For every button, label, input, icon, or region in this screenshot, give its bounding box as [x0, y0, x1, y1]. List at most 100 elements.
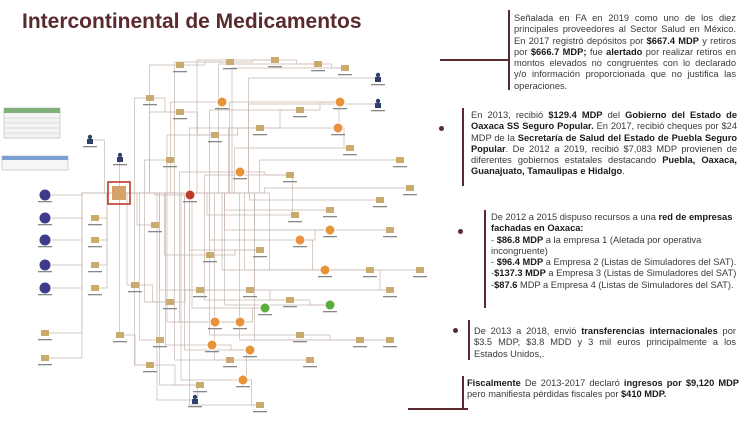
entity-node	[334, 96, 346, 108]
person-icon	[375, 72, 381, 82]
network-link	[135, 284, 170, 303]
network-link	[150, 97, 180, 113]
network-link	[119, 101, 340, 194]
node-label-mark	[38, 294, 52, 296]
node-label-mark	[383, 236, 397, 238]
network-link	[45, 192, 119, 359]
node-label-mark	[253, 256, 267, 258]
entity-node	[324, 224, 336, 236]
company-node	[366, 267, 374, 273]
note-text-run: En 2013, recibió	[471, 110, 549, 120]
company-node	[131, 282, 139, 288]
company-node	[314, 61, 322, 67]
company-node	[356, 337, 364, 343]
note-3: De 2012 a 2015 dispuso recursos a una re…	[491, 212, 737, 291]
note-text-run: $410 MDP.	[621, 389, 667, 400]
company-node	[286, 297, 294, 303]
network-link	[119, 192, 120, 336]
note-text-run: $137.3 MDP	[494, 268, 546, 279]
entity-node	[234, 166, 246, 178]
node-label-mark	[163, 166, 177, 168]
note-text-run: Puebla, Oaxaca, Guanajuato, Tamaulipas e…	[471, 155, 737, 177]
government-node	[38, 258, 52, 272]
bracket-4	[468, 320, 470, 360]
note-text-run: -	[491, 234, 495, 245]
note-text-run: $87.6	[494, 279, 518, 290]
network-link	[290, 299, 330, 306]
government-node	[38, 211, 52, 225]
network-link	[119, 97, 150, 194]
company-node	[406, 185, 414, 191]
network-link	[230, 59, 275, 63]
node-label-mark	[311, 70, 325, 72]
network-link	[119, 192, 380, 201]
node-label-mark	[173, 71, 187, 73]
network-link	[90, 139, 119, 194]
node-label-mark	[283, 181, 297, 183]
network-link	[180, 111, 215, 136]
node-label-mark	[208, 141, 222, 143]
node-label-mark	[403, 194, 417, 196]
node-label-mark	[88, 271, 102, 273]
company-node	[146, 362, 154, 368]
company-node	[386, 287, 394, 293]
node-label-mark	[343, 154, 357, 156]
node-label-mark	[383, 296, 397, 298]
note-text-run: $667.4 MDP	[646, 35, 699, 46]
network-link	[119, 59, 275, 194]
network-link	[240, 171, 290, 176]
network-diagram	[1, 57, 427, 413]
note-text-run: En 2017, recibió cheques por $24 MDP de …	[471, 121, 737, 143]
entity-node	[209, 316, 221, 328]
note-text-run: Secretaría de Salud del Estado de Puebla…	[471, 132, 737, 154]
node-label-mark	[223, 366, 237, 368]
network-link	[119, 192, 300, 336]
network-link	[119, 192, 295, 216]
company-node	[41, 330, 49, 336]
company-node	[91, 262, 99, 268]
note-text-run: por $3.5 MDP, $3.8 MDD y 3 mil euros pri…	[474, 326, 736, 359]
node-label-mark	[233, 328, 247, 330]
node-label-mark	[215, 108, 229, 110]
node-label-mark	[323, 216, 337, 218]
note-text-run: fue	[586, 46, 607, 57]
entity-node	[216, 96, 228, 108]
note-text-run: pero manifiesta pérdidas fiscales por	[467, 389, 621, 400]
company-node	[286, 172, 294, 178]
network-link	[180, 61, 230, 66]
company-node	[386, 227, 394, 233]
note-text-run: red de empresas fachadas en Oaxaca:	[491, 212, 733, 234]
entity-node	[294, 234, 306, 246]
bracket-1-arm	[440, 59, 508, 61]
bullet-dot	[458, 229, 463, 234]
company-node	[176, 109, 184, 115]
node-label-mark	[373, 206, 387, 208]
company-node	[256, 125, 264, 131]
network-link	[300, 101, 340, 111]
entity-node	[259, 302, 271, 314]
node-label-mark	[83, 146, 97, 148]
node-label-mark	[243, 356, 257, 358]
note-1: Señalada en FA en 2019 como uno de los d…	[514, 13, 736, 92]
node-label-mark	[293, 341, 307, 343]
node-label-mark	[183, 201, 197, 203]
bracket-5	[408, 408, 468, 410]
node-label-mark	[318, 276, 332, 278]
network-link	[119, 109, 300, 194]
node-label-mark	[193, 391, 207, 393]
network-link	[170, 289, 200, 303]
entity-node	[234, 316, 246, 328]
network-link	[119, 192, 250, 351]
data-table	[1, 107, 69, 171]
node-label-mark	[323, 236, 337, 238]
node-label-mark	[236, 386, 250, 388]
node-label-mark	[353, 346, 367, 348]
node-label-mark	[253, 411, 267, 413]
note-text-run: $129.4 MDP	[548, 110, 603, 120]
node-label-mark	[371, 84, 385, 86]
company-node	[346, 145, 354, 151]
node-label-mark	[268, 66, 282, 68]
person-icon	[117, 152, 123, 162]
network-link	[119, 187, 410, 194]
node-label-mark	[143, 104, 157, 106]
